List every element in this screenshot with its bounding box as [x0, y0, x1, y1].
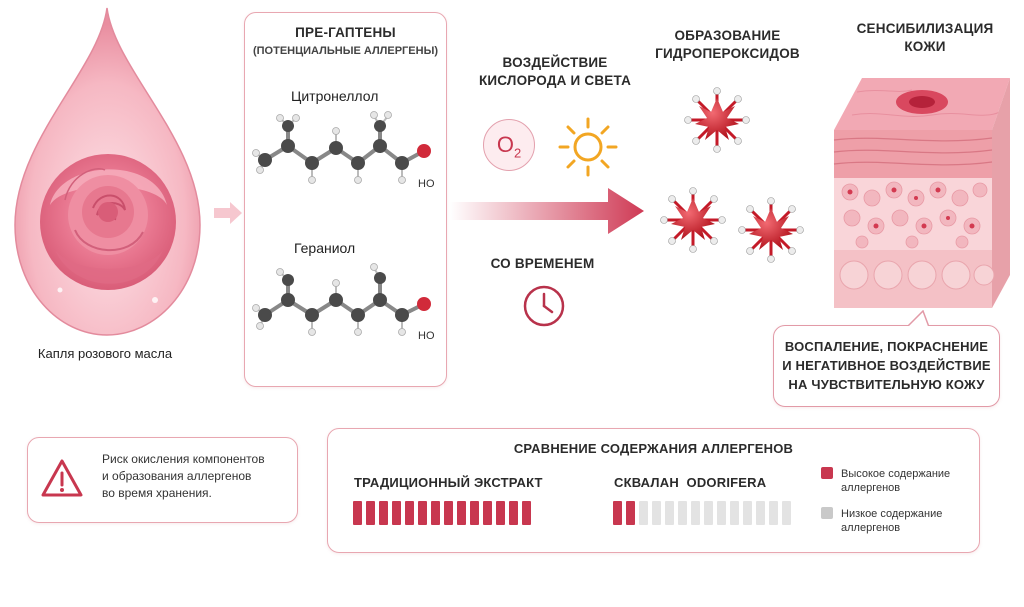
- hydroperoxides-title-line1: ОБРАЗОВАНИЕ: [674, 28, 781, 43]
- legend-low-swatch: [821, 507, 833, 519]
- bar-segment-high: [613, 501, 622, 525]
- citronellol-ho-group: HO: [418, 178, 435, 190]
- warning-line-1: Риск окисления компонентов: [102, 452, 265, 466]
- traditional-bars: [353, 501, 535, 530]
- legend-high: Высокое содержание аллергенов: [821, 467, 950, 495]
- bar-segment-low: [678, 501, 687, 525]
- bar-segment-low: [782, 501, 791, 525]
- legend-low-label-1: Низкое содержание: [841, 508, 943, 520]
- rose-flower: [40, 154, 176, 290]
- sun-icon: [558, 117, 618, 177]
- bar-segment-high: [509, 501, 518, 525]
- comparison-title: СРАВНЕНИЕ СОДЕРЖАНИЯ АЛЛЕРГЕНОВ: [513, 441, 794, 456]
- warning-line-3: во время хранения.: [102, 486, 212, 500]
- oxygen-subscript: 2: [513, 145, 522, 161]
- bar-segment-high: [444, 501, 453, 525]
- bar-segment-low: [756, 501, 765, 525]
- squalane-label: СКВАЛАН ODORIFERA: [614, 475, 767, 490]
- bar-segment-low: [769, 501, 778, 525]
- comparison-card: [327, 428, 980, 553]
- callout-line-1: ВОСПАЛЕНИЕ, ПОКРАСНЕНИЕ: [784, 339, 989, 354]
- squalane-bars: [613, 501, 795, 530]
- hydroperoxides-title-line2: ГИДРОПЕРОКСИДОВ: [655, 46, 800, 61]
- warning-icon: [41, 459, 83, 497]
- hydroperoxide-molecules: [659, 86, 805, 264]
- bar-segment-high: [379, 501, 388, 525]
- drop-caption: Капля розового масла: [37, 346, 173, 361]
- sensitization-callout: [773, 325, 1000, 407]
- clock-icon: [523, 285, 565, 327]
- traditional-extract-label: ТРАДИЦИОННЫЙ ЭКСТРАКТ: [354, 475, 543, 490]
- bar-segment-low: [743, 501, 752, 525]
- bar-segment-low: [665, 501, 674, 525]
- skin-cross-section: [833, 78, 1010, 308]
- oxygen-icon: O2: [483, 119, 535, 171]
- main-process-arrow: [450, 188, 644, 234]
- exposure-title-line2: КИСЛОРОДА И СВЕТА: [478, 73, 632, 88]
- prehaptens-subtitle: (ПОТЕНЦИАЛЬНЫЕ АЛЛЕРГЕНЫ): [252, 45, 438, 57]
- legend-low-label-2: аллергенов: [841, 522, 901, 534]
- bar-segment-high: [431, 501, 440, 525]
- bar-segment-high: [626, 501, 635, 525]
- bar-segment-high: [366, 501, 375, 525]
- bar-segment-low: [717, 501, 726, 525]
- geraniol-molecule: [252, 263, 431, 336]
- molecule-name-citronellol: Цитронеллол: [291, 88, 379, 104]
- bar-segment-high: [483, 501, 492, 525]
- bar-segment-low: [730, 501, 739, 525]
- rose-oil-drop-illustration: [14, 7, 201, 336]
- bar-segment-high: [496, 501, 505, 525]
- oxygen-symbol: O: [496, 132, 514, 157]
- bar-segment-low: [704, 501, 713, 525]
- callout-line-2: И НЕГАТИВНОЕ ВОЗДЕЙСТВИЕ: [782, 358, 991, 373]
- bar-segment-low: [639, 501, 648, 525]
- time-label: СО ВРЕМЕНЕМ: [490, 256, 595, 271]
- sensitization-title-line2: КОЖИ: [904, 39, 946, 54]
- bar-segment-high: [392, 501, 401, 525]
- bar-segment-high: [522, 501, 531, 525]
- prehaptens-title: ПРЕ-ГАПТЕНЫ: [295, 25, 396, 40]
- bar-segment-high: [405, 501, 414, 525]
- warning-line-2: и образования аллергенов: [102, 469, 252, 483]
- exposure-title-line1: ВОЗДЕЙСТВИЕ: [502, 55, 608, 70]
- bar-segment-low: [652, 501, 661, 525]
- molecule-name-geraniol: Гераниол: [294, 240, 356, 256]
- callout-pointer: [905, 310, 935, 328]
- bar-segment-high: [457, 501, 466, 525]
- bar-segment-low: [691, 501, 700, 525]
- legend-high-swatch: [821, 467, 833, 479]
- legend-high-label-2: аллергенов: [841, 482, 901, 494]
- arrow-to-prehaptens: [214, 202, 242, 224]
- legend-high-label-1: Высокое содержание: [841, 468, 951, 480]
- prehaptens-card: [244, 12, 447, 387]
- callout-line-3: НА ЧУВСТВИТЕЛЬНУЮ КОЖУ: [788, 377, 985, 392]
- geraniol-ho-group: HO: [418, 330, 435, 342]
- legend-low: Низкое содержание аллергенов: [821, 507, 942, 535]
- bar-segment-high: [470, 501, 479, 525]
- bar-segment-high: [353, 501, 362, 525]
- sensitization-title-line1: СЕНСИБИЛИЗАЦИЯ: [856, 21, 994, 36]
- citronellol-molecule: [252, 111, 431, 184]
- bar-segment-high: [418, 501, 427, 525]
